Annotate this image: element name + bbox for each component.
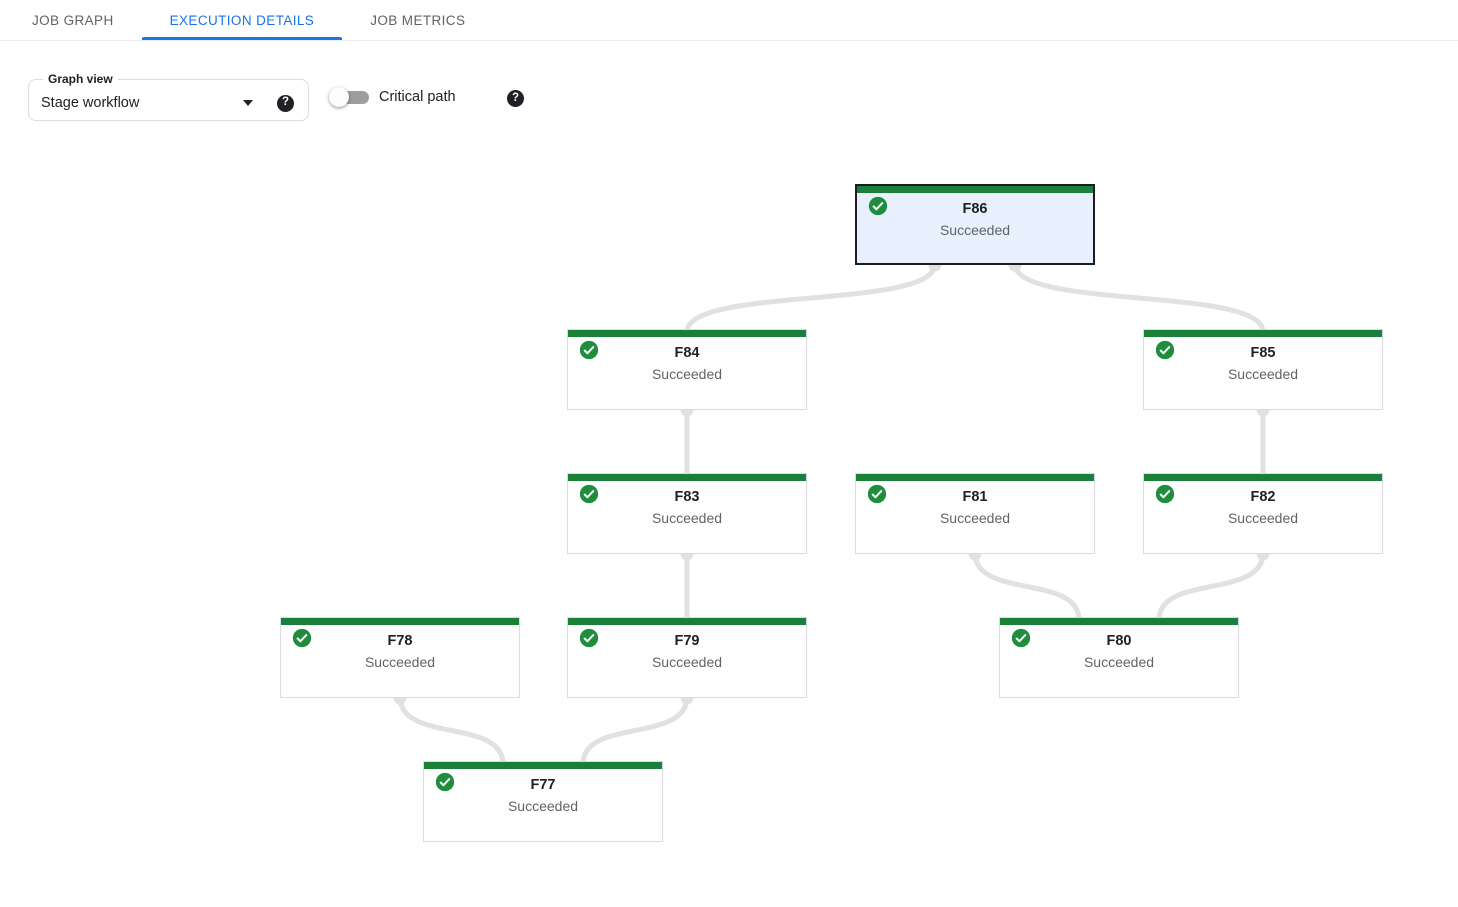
- critical-path-toggle[interactable]: [329, 87, 369, 107]
- stage-name: F77: [530, 777, 556, 793]
- stage-status: Succeeded: [939, 510, 1011, 526]
- edge-f79-f77: [580, 696, 690, 765]
- status-bar: [568, 330, 806, 337]
- success-check-icon: [1155, 484, 1175, 504]
- edge-f78-f77: [397, 696, 506, 765]
- success-check-icon: [579, 628, 599, 648]
- status-bar: [1000, 618, 1238, 625]
- tab-execution-details[interactable]: EXECUTION DETAILS: [141, 0, 343, 40]
- help-icon[interactable]: ?: [507, 90, 524, 107]
- stage-status: Succeeded: [1083, 654, 1155, 670]
- stage-status: Succeeded: [364, 654, 436, 670]
- status-bar: [568, 618, 806, 625]
- stage-status: Succeeded: [1227, 510, 1299, 526]
- stage-status: Succeeded: [939, 222, 1011, 238]
- status-bar: [857, 186, 1093, 193]
- status-bar: [1144, 330, 1382, 337]
- success-check-icon: [868, 196, 888, 216]
- success-check-icon: [292, 628, 312, 648]
- edge-f82-f80: [1156, 552, 1266, 621]
- status-bar: [281, 618, 519, 625]
- status-bar: [568, 474, 806, 481]
- tab-job-metrics[interactable]: JOB METRICS: [342, 0, 493, 40]
- status-bar: [1144, 474, 1382, 481]
- success-check-icon: [579, 340, 599, 360]
- stage-name: F83: [674, 489, 700, 505]
- graph-view-row[interactable]: Stage workflow ?: [41, 86, 296, 120]
- graph-view-label: Graph view: [48, 72, 113, 86]
- stage-name: F80: [1106, 633, 1132, 649]
- stage-name: F84: [674, 345, 700, 361]
- chevron-down-icon: [243, 100, 253, 106]
- success-check-icon: [1011, 628, 1031, 648]
- stage-status: Succeeded: [651, 366, 723, 382]
- edge-f86-f85: [1012, 263, 1266, 333]
- stage-name: F81: [962, 489, 988, 505]
- status-bar: [424, 762, 662, 769]
- success-check-icon: [1155, 340, 1175, 360]
- stage-name: F86: [962, 201, 988, 217]
- stage-status: Succeeded: [651, 654, 723, 670]
- stage-status: Succeeded: [1227, 366, 1299, 382]
- graph-view-select[interactable]: Graph view Stage workflow ?: [28, 72, 309, 121]
- stage-status: Succeeded: [507, 798, 579, 814]
- status-bar: [856, 474, 1094, 481]
- help-icon[interactable]: ?: [277, 94, 294, 112]
- stage-name: F78: [387, 633, 413, 649]
- stage-name: F79: [674, 633, 700, 649]
- success-check-icon: [579, 484, 599, 504]
- toggle-knob: [329, 87, 349, 107]
- stage-name: F82: [1250, 489, 1276, 505]
- success-check-icon: [867, 484, 887, 504]
- edge-f81-f80: [972, 552, 1082, 621]
- tab-job-graph[interactable]: JOB GRAPH: [4, 0, 142, 40]
- critical-path-label: Critical path: [379, 89, 456, 105]
- stage-status: Succeeded: [651, 510, 723, 526]
- stage-name: F85: [1250, 345, 1276, 361]
- graph-view-value: Stage workflow: [41, 95, 140, 111]
- edge-f86-f84: [684, 263, 938, 333]
- success-check-icon: [435, 772, 455, 792]
